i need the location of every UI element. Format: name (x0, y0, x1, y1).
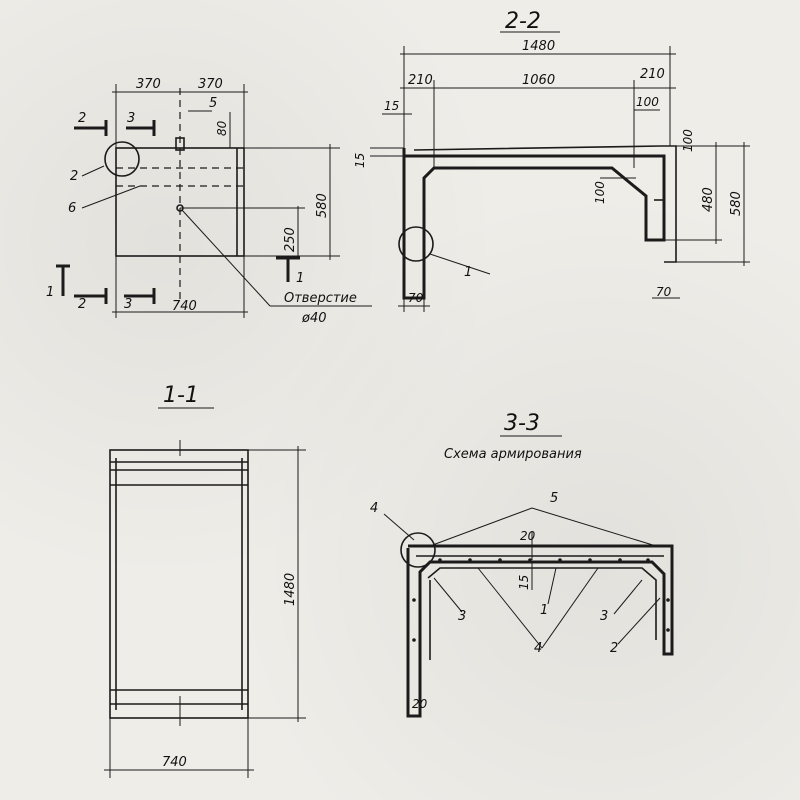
section-2-2-top-slab (413, 145, 677, 263)
section-1-1-outline (109, 449, 249, 719)
s22-dim-1480: 1480 (522, 39, 555, 54)
plan-dim-370-right: 370 (198, 77, 223, 92)
s33-callout-5: 5 (550, 491, 558, 506)
section-3-3-title: 3-3 (504, 411, 540, 436)
plan-mark-3-top: 3 (127, 111, 135, 126)
section-3-3-rebar-dots (412, 558, 670, 642)
section-2-2-callout-1: 1 (464, 265, 472, 280)
s33-callout-3-left: 3 (458, 609, 466, 624)
s33-dim-20-top: 20 (520, 529, 536, 543)
section-3-3-inner-bar (427, 567, 657, 640)
plan-callout-6: 6 (68, 201, 76, 216)
plan-dim-370-left: 370 (136, 77, 161, 92)
plan-detail-circle (104, 141, 140, 177)
section-2-2-title: 2-2 (505, 9, 541, 34)
plan-lug (175, 137, 185, 151)
s11-dim-1480: 1480 (283, 573, 298, 606)
s22-dim-480: 480 (701, 187, 716, 212)
section-3-3-subtitle: Схема армирования (444, 447, 582, 462)
section-2-2-detail-circle (398, 226, 434, 262)
s22-dim-210-left: 210 (408, 73, 433, 88)
plan-mark-2-bottom: 2 (78, 297, 86, 312)
s33-callout-5-leader-right (531, 507, 657, 547)
section-2-2: 2-2 1 1480 210 1060 210 15 15 100 100 10… (353, 9, 750, 312)
plan-callout-2-leader (81, 165, 105, 177)
s33-callout-5-leader-left (429, 507, 533, 547)
section-2-2-outer (402, 148, 666, 300)
plan-mark-1-right: 1 (296, 271, 304, 286)
plan-mark-1-left: 1 (46, 285, 54, 300)
s22-dim-100-mid: 100 (593, 181, 607, 204)
plan-dim-80: 80 (215, 120, 229, 136)
section-3-3: 3-3 Схема армирования 5 4 20 15 20 (370, 411, 674, 718)
s33-dim-15: 15 (517, 575, 531, 590)
s22-dim-580: 580 (729, 191, 744, 216)
section-3-3-detail-circle (400, 532, 436, 568)
s22-dim-1060: 1060 (522, 73, 555, 88)
plan-callout-6-leader (81, 185, 141, 209)
plan-dim-580: 580 (315, 193, 330, 218)
s22-dim-70-left: 70 (408, 291, 424, 305)
s33-callout-4-top: 4 (370, 501, 378, 516)
section-1-1: 1-1 1480 740 (104, 383, 306, 778)
plan-dim-250: 250 (283, 227, 298, 252)
plan-hole-leader (181, 209, 271, 307)
s22-dim-15-top: 15 (384, 99, 399, 113)
section-3-3-outer (406, 544, 674, 718)
s33-callout-2: 2 (610, 641, 618, 656)
s33-callout-4-bottom: 4 (534, 641, 542, 656)
s33-callout-3-right: 3 (600, 609, 608, 624)
s33-callout-1: 1 (540, 603, 548, 618)
plan-dim-740: 740 (172, 299, 197, 314)
plan-callout-5: 5 (209, 96, 217, 111)
section-1-1-title: 1-1 (163, 383, 199, 408)
plan-callout-2: 2 (70, 169, 78, 184)
plan-hole-dia: ø40 (301, 311, 327, 326)
s22-dim-100-top: 100 (636, 95, 659, 109)
plan-hole-label: Отверстие (284, 291, 357, 306)
s22-dim-70-right: 70 (656, 285, 672, 299)
s22-dim-15-side: 15 (353, 153, 367, 168)
plan-mark-3-bottom: 3 (124, 297, 132, 312)
plan-mark-2-top: 2 (78, 111, 86, 126)
section-2-2-callout-leader (429, 253, 491, 275)
s11-dim-740: 740 (162, 755, 187, 770)
s22-dim-210-right: 210 (640, 67, 665, 82)
s33-dim-20-bottom: 20 (412, 697, 428, 711)
s22-dim-100-right: 100 (681, 129, 695, 152)
plan-view: 370 370 5 80 580 250 740 2 3 2 3 1 (46, 77, 372, 326)
